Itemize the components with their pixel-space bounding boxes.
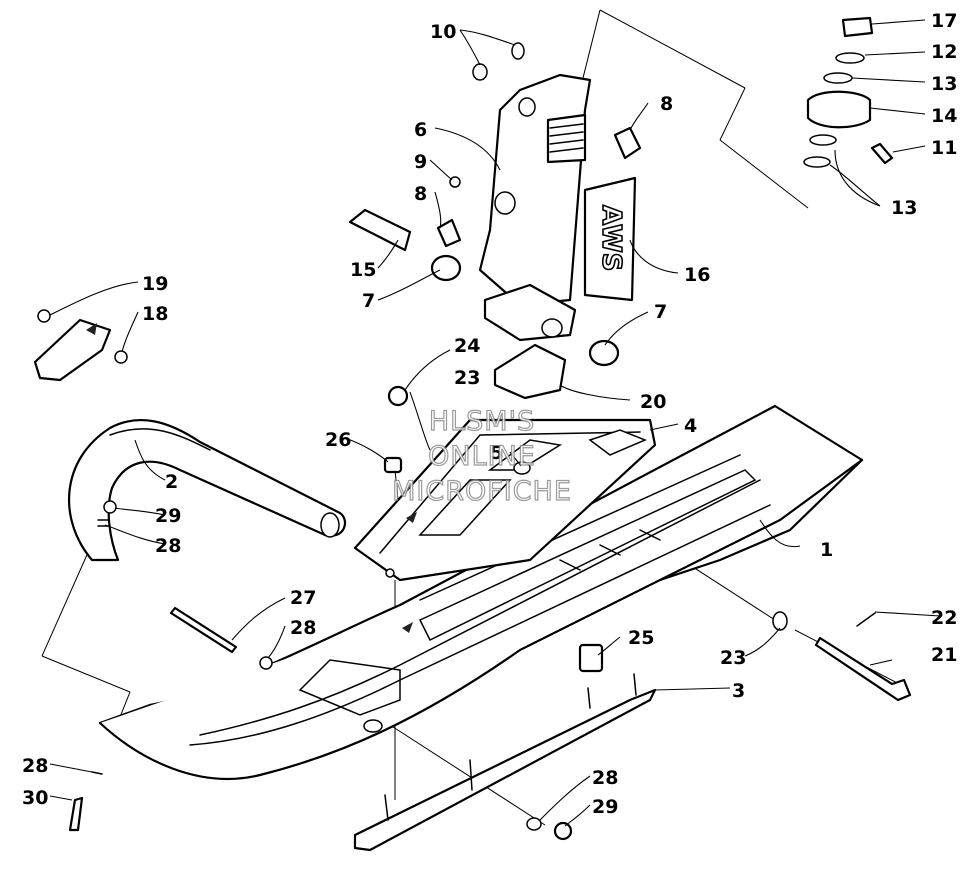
nut-29a (103, 500, 117, 514)
callout-5: 5 (490, 442, 503, 464)
callout-21: 21 (931, 644, 957, 666)
screw-30 (68, 796, 84, 832)
washer-13b (809, 134, 837, 146)
washer-13c (803, 156, 831, 168)
callout-28b: 28 (290, 617, 316, 639)
callout-8a: 8 (660, 93, 673, 115)
washer-10a (511, 42, 525, 60)
washer-28d (91, 771, 103, 775)
handle-loop (67, 418, 347, 562)
ski (98, 404, 864, 780)
callout-29a: 29 (155, 505, 181, 527)
callout-14: 14 (931, 105, 957, 127)
callouts: 1 2 3 4 5 6 7 7 8 8 9 10 11 12 13 13 14 … (22, 10, 957, 818)
grease-fitting (449, 176, 461, 188)
bolt-11 (870, 142, 894, 165)
callout-27: 27 (290, 587, 316, 609)
bolt-21 (814, 636, 912, 702)
callout-18: 18 (142, 303, 168, 325)
spacer-25 (578, 643, 604, 673)
bolt-27 (169, 606, 238, 654)
nut-10b (472, 63, 488, 81)
callout-23a: 23 (720, 647, 746, 669)
callout-13a: 13 (931, 73, 957, 95)
callout-7b: 7 (654, 301, 667, 323)
callout-12: 12 (931, 41, 957, 63)
washer-28c (526, 817, 542, 831)
callout-7a: 7 (362, 290, 375, 312)
bushing-7b (588, 339, 620, 367)
callout-29b: 29 (592, 796, 618, 818)
callout-25: 25 (628, 627, 654, 649)
callout-10: 10 (430, 21, 456, 43)
nut-24 (387, 385, 409, 407)
watermark-line-1: HLSM'S (429, 406, 535, 437)
callout-28d: 28 (22, 755, 48, 777)
callout-15: 15 (350, 259, 376, 281)
callout-8b: 8 (414, 183, 427, 205)
nut-18 (114, 350, 128, 364)
callout-22: 22 (931, 607, 957, 629)
bushing-7a (430, 254, 462, 282)
callout-9: 9 (414, 151, 427, 173)
washer-28b (259, 656, 273, 670)
washer-13a (823, 72, 853, 84)
bushing-8b (436, 218, 462, 248)
cap-17 (841, 16, 874, 38)
bracket (33, 318, 112, 382)
clamp-14 (806, 90, 872, 129)
bump-stop (493, 343, 567, 400)
callout-17: 17 (931, 10, 957, 32)
cotter-22 (856, 612, 876, 627)
bushing-8a (613, 126, 642, 160)
screw-19 (37, 309, 51, 323)
saddle (353, 418, 657, 633)
callout-19: 19 (142, 273, 168, 295)
decal-text: AWS (596, 205, 626, 271)
callout-2: 2 (165, 471, 178, 493)
callout-16: 16 (684, 264, 710, 286)
wear-bar (353, 688, 657, 852)
callout-28a: 28 (155, 535, 181, 557)
callout-leaders (49, 19, 941, 827)
callout-23b: 23 (454, 367, 480, 389)
watermark-line-3: MICROFICHE (392, 476, 572, 507)
pin-15 (348, 208, 412, 252)
callout-20: 20 (640, 391, 666, 413)
washer-12 (835, 52, 865, 64)
callout-24: 24 (454, 335, 480, 357)
callout-3: 3 (732, 680, 745, 702)
washer-5 (513, 461, 531, 475)
nut-26 (383, 456, 403, 474)
watermark: HLSM'S ONLINE MICROFICHE (391, 405, 572, 507)
nut-29b (553, 821, 573, 841)
callout-28c: 28 (592, 767, 618, 789)
callout-13b: 13 (891, 197, 917, 219)
callout-11: 11 (931, 137, 957, 159)
spindle (478, 73, 592, 342)
callout-30: 30 (22, 787, 48, 809)
callout-1: 1 (820, 539, 833, 561)
callout-4: 4 (684, 415, 697, 437)
watermark-line-2: ONLINE (428, 441, 536, 472)
washer-23 (772, 611, 788, 631)
callout-26: 26 (325, 429, 351, 451)
decal: AWS (583, 176, 637, 302)
small-parts (33, 16, 912, 852)
callout-6: 6 (414, 119, 427, 141)
